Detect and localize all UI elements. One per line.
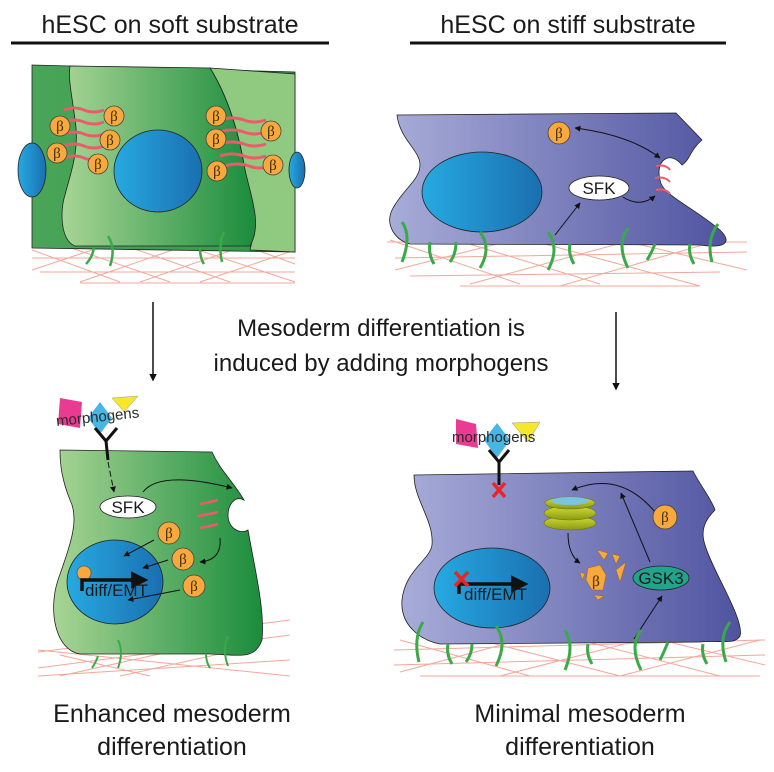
gsk3-kinase: GSK3: [632, 565, 690, 591]
minimal-differentiation-cell: morphogens β β GSK3: [393, 419, 766, 677]
beta-catenin-icon: β: [206, 160, 228, 182]
svg-text:β: β: [190, 579, 198, 595]
arrow-receptor-sfk: [107, 461, 116, 493]
degraded-beta-catenin-icon: β: [579, 549, 627, 601]
svg-text:β: β: [213, 164, 221, 180]
tcf-factor-icon: [76, 565, 92, 581]
proteasome-icon: [543, 496, 597, 531]
sfk-kinase: SFK: [568, 175, 630, 201]
arrow-gsk3-beta: [620, 492, 651, 563]
svg-text:GSK3: GSK3: [638, 569, 683, 588]
right-neighbor-nucleus: [288, 151, 306, 189]
morphogen-yellow-icon: [511, 421, 541, 443]
beta-catenin-icon: β: [46, 142, 68, 164]
stiff-substrate-cell: β SFK: [387, 112, 748, 287]
arrow-sfk-junction: [142, 479, 233, 493]
arrow-beta-nucleus: [142, 559, 169, 570]
soft-substrate-cell-colony: β β β β β β β β β β: [17, 64, 306, 284]
gene-label: diff/EMT: [85, 581, 148, 600]
sfk-kinase: SFK: [99, 495, 157, 519]
minimal-caption-line1: Minimal mesoderm: [474, 700, 685, 728]
beta-catenin-icon: β: [157, 521, 181, 545]
svg-text:β: β: [267, 124, 275, 140]
substrate-mesh: [393, 639, 766, 677]
svg-text:β: β: [106, 133, 114, 149]
arrow-integrin-sfk: [554, 202, 581, 236]
morphogen-cyan-icon: [88, 402, 112, 434]
enhanced-caption-line1: Enhanced mesoderm: [53, 700, 291, 728]
integrins: [415, 621, 732, 671]
svg-text:β: β: [555, 126, 563, 142]
integrins: [91, 635, 229, 669]
beta-catenin-icon: β: [260, 120, 282, 142]
svg-text:SFK: SFK: [582, 179, 616, 198]
middle-caption-line2: induced by adding morphogens: [214, 350, 549, 377]
beta-catenin-icon: β: [205, 128, 227, 150]
enhanced-differentiation-cell: morphogens SFK β β β diff/EMT: [37, 395, 291, 677]
minimal-cell-nucleus: [433, 547, 551, 629]
svg-text:β: β: [269, 158, 277, 174]
enhanced-cell-nucleus: [66, 539, 164, 625]
svg-text:β: β: [661, 510, 669, 526]
svg-text:β: β: [94, 157, 102, 173]
beta-catenin-cluster-left: β β β β β: [46, 105, 125, 175]
svg-text:morphogens: morphogens: [452, 429, 535, 446]
svg-text:β: β: [56, 119, 64, 135]
svg-text:β: β: [212, 109, 220, 125]
inhibited-x-icon: [491, 481, 507, 499]
beta-catenin-icon: β: [547, 121, 571, 145]
inhibited-x-icon: [453, 570, 470, 588]
beta-catenin-icon: β: [103, 105, 125, 127]
soft-substrate-title: hESC on soft substrate: [41, 11, 298, 39]
integrins: [85, 231, 226, 267]
beta-catenin-icon: β: [182, 574, 206, 598]
receptor-icon: [93, 427, 119, 461]
morphogens-group: morphogens: [452, 419, 541, 458]
minimal-caption-line2: differentiation: [505, 733, 655, 761]
svg-text:β: β: [212, 132, 220, 148]
adherens-junction: [197, 498, 219, 530]
stiff-cell-nucleus: [421, 151, 543, 233]
stiff-substrate-title: hESC on stiff substrate: [440, 11, 695, 39]
adherens-junction: [654, 164, 671, 195]
morphogen-cyan-icon: [484, 423, 510, 458]
receptor-icon: [487, 449, 511, 485]
svg-text:SFK: SFK: [111, 498, 145, 517]
arrow-sfk-junction: [622, 195, 656, 203]
morphogen-magenta-icon: [58, 398, 82, 428]
beta-catenin-cluster-right: β β β β β: [205, 105, 284, 182]
integrins: [400, 221, 720, 271]
arrow-proteasome-degraded: [567, 532, 581, 564]
svg-text:β: β: [179, 552, 187, 568]
beta-catenin-icon: β: [99, 129, 121, 151]
beta-catenin-icon: β: [87, 153, 109, 175]
enhanced-caption-line2: differentiation: [97, 733, 247, 761]
beta-catenin-icon: β: [652, 504, 678, 530]
gene-label: diff/EMT: [464, 585, 527, 604]
svg-text:β: β: [53, 146, 61, 162]
beta-catenin-icon: β: [205, 105, 227, 127]
arrow-junction-beta: [199, 537, 221, 565]
beta-catenin-icon: β: [49, 115, 71, 137]
arrow-beta-nucleus: [123, 539, 155, 557]
svg-text:β: β: [110, 109, 118, 125]
morphogens-group: morphogens: [55, 395, 140, 434]
arrow-beta-nucleus: [127, 589, 181, 602]
arrow-beta-junction: [574, 125, 661, 159]
morphogen-yellow-icon: [111, 395, 139, 413]
soft-cell-nucleus: [113, 129, 203, 213]
svg-text:β: β: [592, 574, 600, 590]
gene-activation-arrow: [80, 571, 149, 591]
beta-catenin-icon: β: [171, 547, 195, 571]
left-neighbor-nucleus: [17, 142, 47, 198]
arrow-beta-proteasome: [571, 483, 656, 513]
middle-caption-line1: Mesoderm differentiation is: [237, 315, 525, 342]
svg-text:β: β: [165, 526, 173, 542]
beta-catenin-icon: β: [262, 154, 284, 176]
morphogen-magenta-icon: [456, 419, 478, 448]
